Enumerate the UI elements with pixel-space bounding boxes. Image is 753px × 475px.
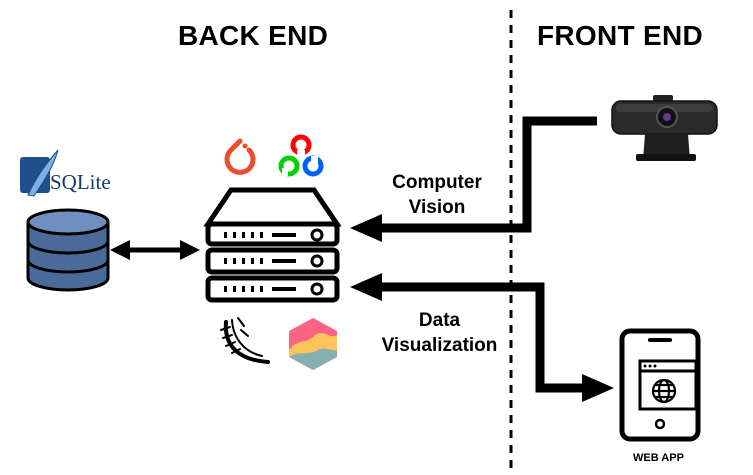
sqlite-text: SQLite	[50, 170, 111, 194]
db-arrowhead-left	[110, 240, 130, 260]
data-viz-label: Data Visualization	[367, 308, 512, 358]
data-viz-arrowhead-right	[582, 374, 614, 402]
computer-vision-label-line1: Computer	[392, 172, 482, 193]
data-viz-connector	[382, 282, 585, 393]
computer-vision-connector	[380, 116, 597, 233]
computer-vision-arrowhead	[350, 214, 382, 242]
web-app-label: WEB APP	[633, 452, 684, 464]
front-end-heading: FRONT END	[537, 20, 704, 51]
db-arrowhead-right	[180, 240, 200, 260]
sqlite-feather-icon	[20, 149, 59, 197]
data-viz-label-line2: Visualization	[381, 335, 498, 356]
data-viz-arrowhead-left	[350, 273, 382, 301]
back-end-heading: BACK END	[178, 20, 329, 51]
data-viz-label-line1: Data	[418, 310, 461, 331]
computer-vision-label: Computer Vision	[377, 170, 497, 220]
computer-vision-label-line2: Vision	[408, 197, 466, 218]
